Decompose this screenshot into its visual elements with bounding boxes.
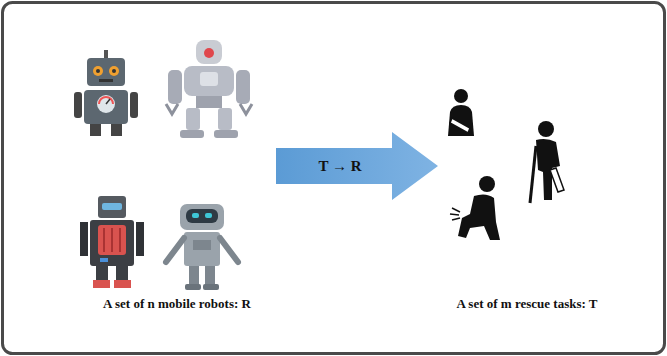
- robot-icon: [80, 196, 144, 288]
- mapping-arrow: T → R: [276, 132, 438, 200]
- robot-icon: [166, 204, 238, 290]
- set-caption: A set of m rescue tasks: T: [456, 296, 597, 312]
- robot-icon: [74, 50, 138, 136]
- injured-person-icon: [448, 89, 474, 136]
- arrow-label: T → R: [318, 158, 361, 175]
- robot-icon: [166, 40, 252, 138]
- outer-frame: [3, 3, 665, 354]
- set-caption: A set of n mobile robots: R: [103, 296, 251, 312]
- injured-person-icon: [530, 121, 564, 203]
- injured-person-icon: [450, 176, 500, 240]
